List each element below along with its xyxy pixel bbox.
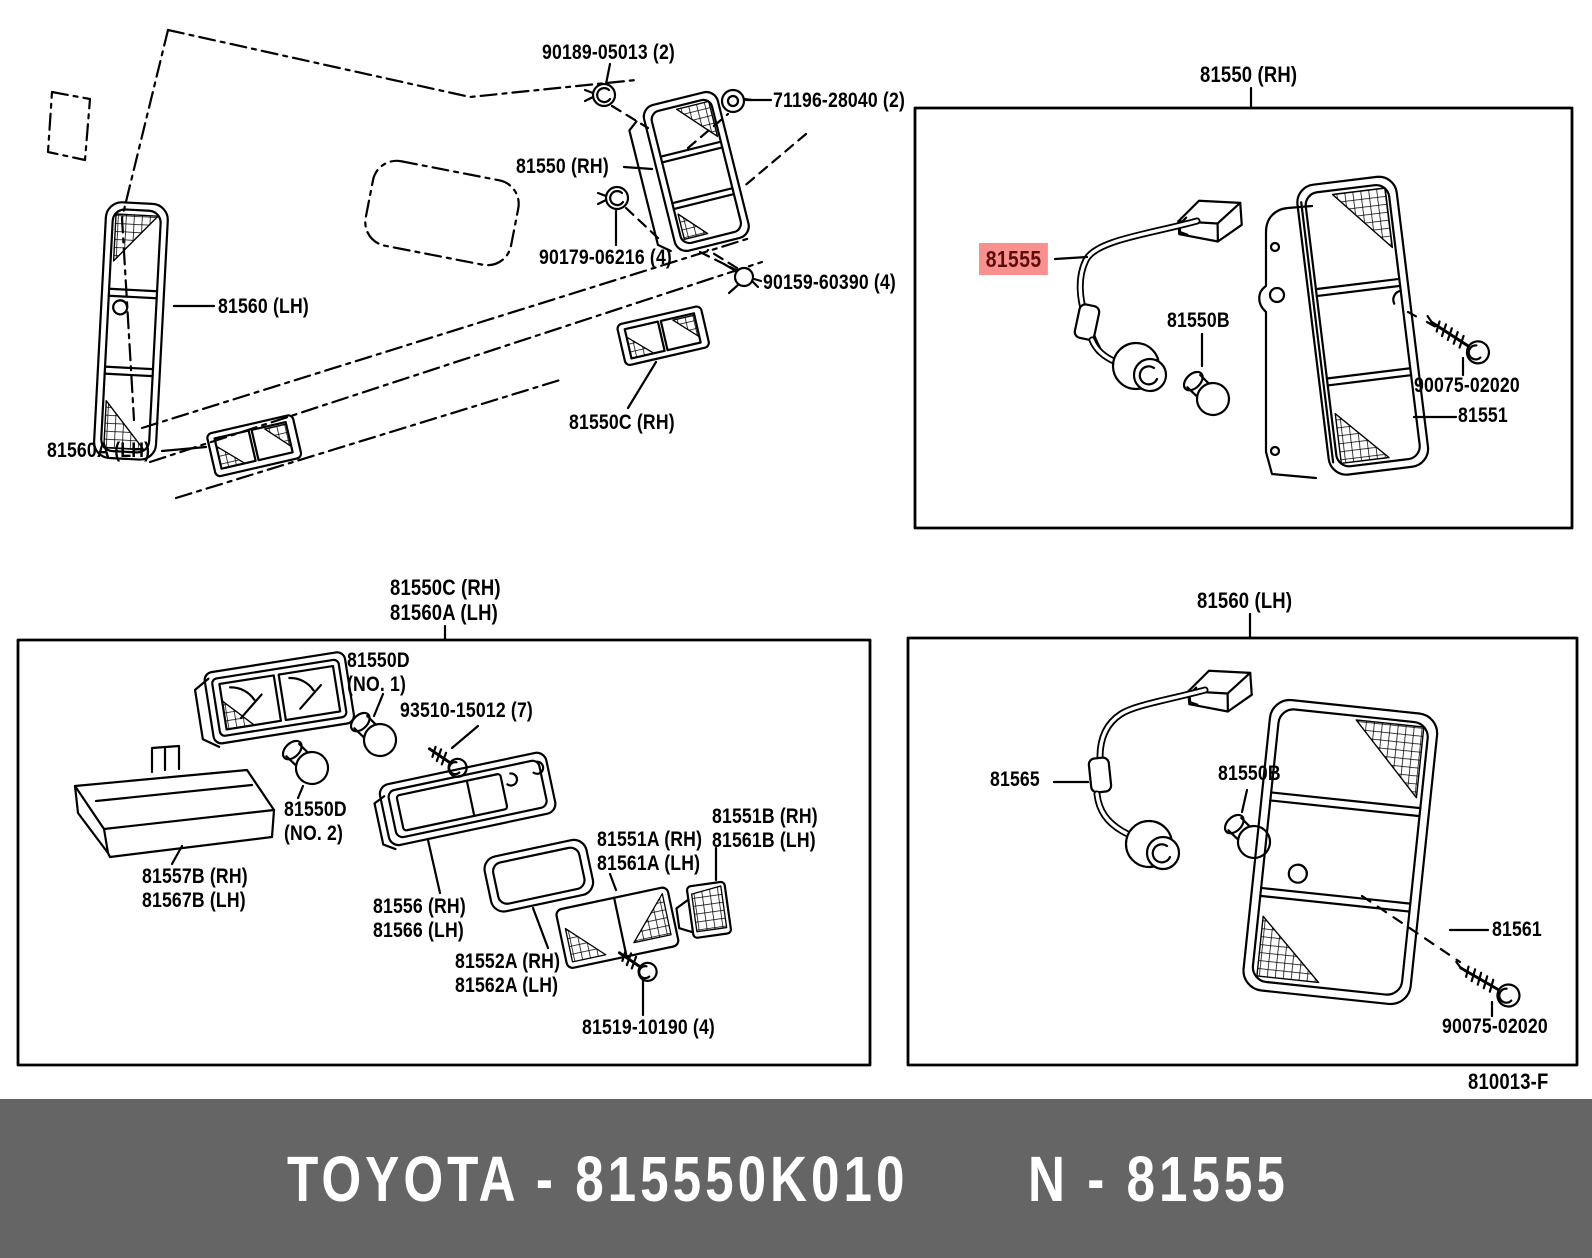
part-label-81557b-81567b[interactable]: 81557B (RH) 81567B (LH) bbox=[142, 865, 248, 913]
part-label-90075-02020-rh[interactable]: 90075-02020 bbox=[1414, 374, 1520, 397]
part-number: 81552A (RH) bbox=[455, 950, 561, 973]
box-title-81550c-81560a[interactable]: 81550C (RH) 81560A (LH) bbox=[390, 575, 501, 625]
part-label-90159-60390[interactable]: 90159-60390 (4) bbox=[763, 271, 896, 294]
part-label-81560a-overview[interactable]: 81560A (LH) bbox=[47, 439, 151, 462]
part-number-sub: (NO. 1) bbox=[347, 672, 407, 696]
part-number: 81557B (RH) bbox=[142, 865, 248, 888]
box-title-81550-rh[interactable]: 81550 (RH) bbox=[1200, 62, 1298, 87]
part-label-81551b-81561b[interactable]: 81551B (RH) 81561B (LH) bbox=[712, 805, 818, 853]
part-number-sub: 81561A (LH) bbox=[597, 851, 701, 875]
part-label-93510-15012[interactable]: 93510-15012 (7) bbox=[400, 699, 533, 722]
part-label-81552a-81562a[interactable]: 81552A (RH) 81562A (LH) bbox=[455, 950, 560, 998]
banner-part-number: N - 81555 bbox=[1028, 1143, 1289, 1215]
part-label-81550d-no1[interactable]: 81550D (NO. 1) bbox=[347, 649, 410, 697]
box-title-81560-lh[interactable]: 81560 (LH) bbox=[1197, 588, 1293, 613]
part-label-90179-06216[interactable]: 90179-06216 (4) bbox=[539, 246, 672, 269]
part-number: 81550D bbox=[347, 649, 410, 672]
part-label-81550c-overview[interactable]: 81550C (RH) bbox=[569, 411, 675, 434]
part-number-sub: 81567B (LH) bbox=[142, 888, 246, 912]
rh-lamp-box-drawing bbox=[913, 86, 1574, 530]
part-label-81550-rh-overview[interactable]: 81550 (RH) bbox=[516, 155, 609, 178]
drawing-code: 810013-F bbox=[1468, 1069, 1549, 1094]
part-number: 81551B (RH) bbox=[712, 805, 818, 828]
part-number-sub: (NO. 2) bbox=[284, 821, 344, 845]
part-label-90075-02020-lh[interactable]: 90075-02020 bbox=[1442, 1015, 1548, 1038]
diagram-line-art bbox=[16, 28, 1579, 1067]
banner-catalog-number: TOYOTA - 815550K010 bbox=[287, 1143, 909, 1215]
part-number-sub: 81562A (LH) bbox=[455, 973, 559, 997]
license-lamp-detail-box-drawing bbox=[16, 624, 872, 1067]
part-label-71196-28040[interactable]: 71196-28040 (2) bbox=[773, 89, 905, 112]
part-number-sub: 81566 (LH) bbox=[373, 918, 464, 942]
highlighted-part-label-81555[interactable]: 81555 bbox=[979, 243, 1049, 275]
box-title-line1: 81550C (RH) bbox=[390, 575, 501, 600]
box-outline-rh bbox=[913, 106, 1574, 530]
part-number-sub: 81561B (LH) bbox=[712, 828, 816, 852]
part-label-81565[interactable]: 81565 bbox=[990, 768, 1040, 791]
part-number: 81550D bbox=[284, 798, 347, 821]
banner: TOYOTA - 815550K010 N - 81555 bbox=[0, 1099, 1592, 1258]
part-label-81551[interactable]: 81551 bbox=[1458, 404, 1508, 427]
overview-van-rear-drawing bbox=[46, 28, 808, 500]
lh-lamp-box-drawing bbox=[906, 612, 1579, 1067]
part-label-81560-lh-overview[interactable]: 81560 (LH) bbox=[218, 295, 309, 318]
part-label-90189-05013[interactable]: 90189-05013 (2) bbox=[542, 41, 675, 64]
part-label-81550d-no2[interactable]: 81550D (NO. 2) bbox=[284, 798, 347, 846]
box-title-line2: 81560A (LH) bbox=[390, 600, 498, 626]
part-label-81550b-rh[interactable]: 81550B bbox=[1167, 309, 1230, 332]
part-label-81519-10190[interactable]: 81519-10190 (4) bbox=[582, 1016, 715, 1039]
part-number: 81556 (RH) bbox=[373, 895, 466, 918]
part-label-81556-81566[interactable]: 81556 (RH) 81566 (LH) bbox=[373, 895, 466, 943]
part-label-81561[interactable]: 81561 bbox=[1492, 918, 1542, 941]
part-number: 81551A (RH) bbox=[597, 828, 703, 851]
part-label-81550b-lh[interactable]: 81550B bbox=[1218, 762, 1281, 785]
part-label-81551a-81561a[interactable]: 81551A (RH) 81561A (LH) bbox=[597, 828, 702, 876]
box-outline-lh bbox=[906, 636, 1579, 1067]
